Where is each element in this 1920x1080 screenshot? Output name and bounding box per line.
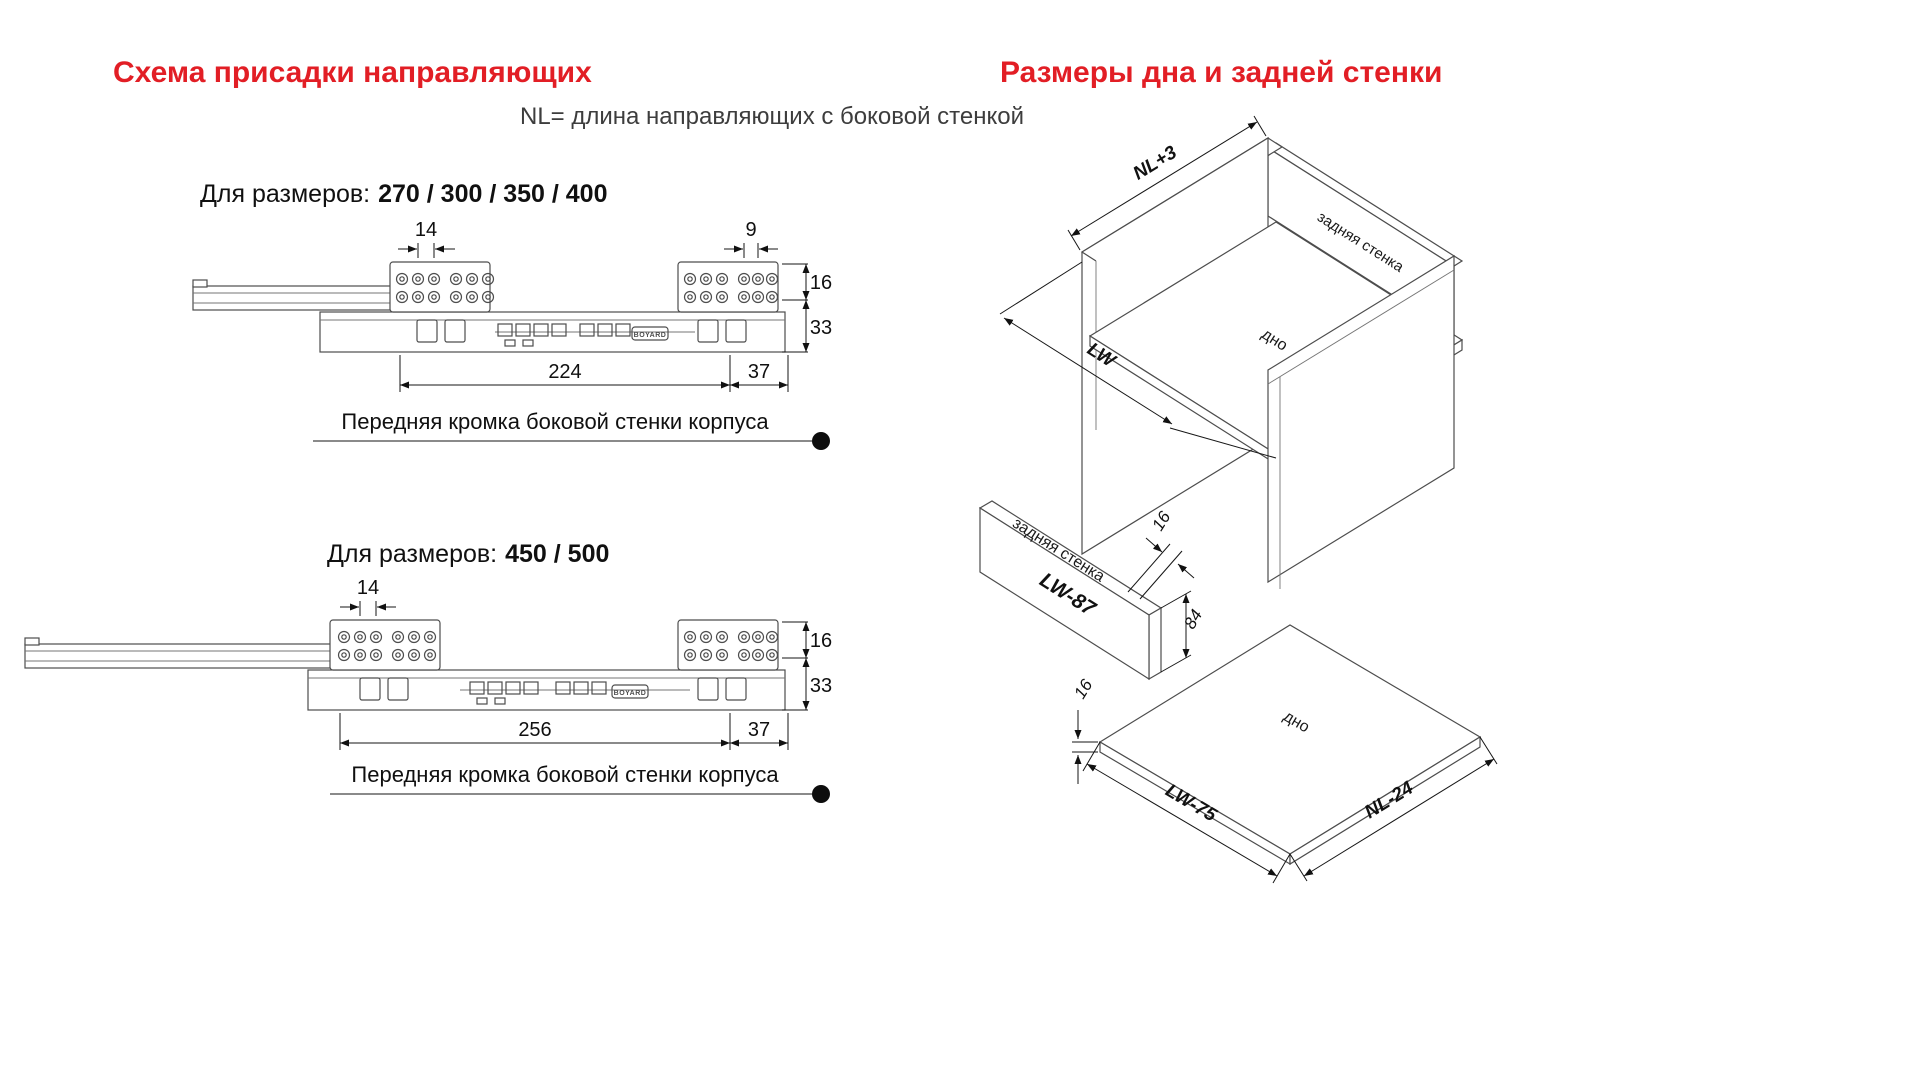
main-rail: BOYARD: [319, 311, 786, 353]
bottom-panel-drawing: дно 16 LW-75 NL-24: [1070, 624, 1498, 884]
reference-dot: [812, 432, 830, 450]
dim-label-9: 9: [745, 219, 756, 241]
dim-label-16: 16: [1070, 676, 1096, 703]
dimension-14: 14: [340, 577, 396, 616]
section2-label: Для размеров: 450 / 500: [327, 540, 609, 568]
mounting-block-right: [677, 261, 779, 313]
reference-dot: [812, 785, 830, 803]
dim-label-256: 256: [518, 719, 551, 741]
side-panel-right: [1267, 254, 1455, 589]
dimensions-bottom: 256 37: [339, 713, 789, 750]
dim-label-33: 33: [810, 675, 832, 697]
rail-extension: [24, 637, 346, 669]
dimension-thickness-16: 16: [1127, 508, 1195, 600]
dimensions-right: 16 33: [782, 621, 832, 711]
dimensions-bottom: 224 37: [399, 355, 789, 392]
page-title-right: Размеры дна и задней стенки: [1000, 56, 1442, 89]
dimension-9: 9: [724, 219, 778, 258]
dimensions-right: 16 33: [782, 263, 832, 353]
dim-label-33: 33: [810, 317, 832, 339]
caption-text: Передняя кромка боковой стенки корпуса: [341, 409, 769, 434]
section1-label: Для размеров: 270 / 300 / 350 / 400: [200, 180, 607, 208]
mounting-block-left: [389, 261, 495, 313]
dim-label-nl3: NL+3: [1130, 142, 1181, 185]
dim-label-37: 37: [748, 719, 770, 741]
dimension-height-84: 84: [1160, 590, 1206, 673]
dim-label-16: 16: [810, 630, 832, 652]
rail-extension: [192, 279, 396, 311]
cabinet-isometric: NL+3 задняя стенка дно LW: [999, 115, 1464, 589]
dim-label-14: 14: [415, 219, 437, 241]
dimension-14: 14: [398, 219, 455, 258]
dim-label-84: 84: [1180, 606, 1206, 632]
slide-drawing-1: BOYARD 14: [192, 219, 832, 450]
slide-drawing-2: BOYARD 14: [24, 577, 832, 803]
brand-logo: BOYARD: [634, 332, 667, 339]
mounting-block-left: [329, 619, 441, 671]
dim-label-224: 224: [548, 361, 581, 383]
caption-text: Передняя кромка боковой стенки корпуса: [351, 762, 779, 787]
main-rail: BOYARD: [307, 669, 786, 711]
page-title-left: Схема присадки направляющих: [113, 56, 592, 89]
section2-sizes: 450 / 500: [505, 540, 609, 568]
section2-prefix: Для размеров:: [327, 540, 497, 568]
section1-sizes: 270 / 300 / 350 / 400: [378, 180, 607, 208]
front-edge-caption-1: Передняя кромка боковой стенки корпуса: [313, 409, 830, 450]
mounting-block-right: [677, 619, 779, 671]
front-edge-caption-2: Передняя кромка боковой стенки корпуса: [330, 762, 830, 803]
dim-label-16: 16: [810, 272, 832, 294]
section1-prefix: Для размеров:: [200, 180, 370, 208]
dim-label-14: 14: [357, 577, 379, 599]
dim-label-37: 37: [748, 361, 770, 383]
back-panel-drawing: задняя стенка LW-87 16 84: [978, 500, 1206, 681]
brand-logo: BOYARD: [614, 690, 647, 697]
nl-definition-note: NL= длина направляющих с боковой стенкой: [520, 103, 1024, 130]
